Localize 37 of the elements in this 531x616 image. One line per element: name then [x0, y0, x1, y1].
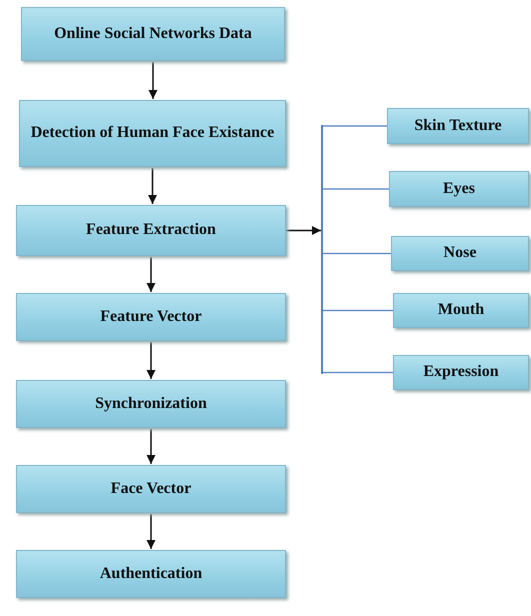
box-label: Face Vector — [110, 478, 192, 499]
process-box — [16, 550, 286, 598]
box-label: Synchronization — [94, 394, 208, 414]
process-box — [21, 7, 285, 61]
arrow — [286, 226, 321, 235]
process-box — [387, 108, 529, 144]
box-label: Detection of Human Face Existance — [30, 123, 276, 144]
bus-line — [321, 125, 322, 374]
box-label: Expression — [422, 362, 500, 382]
box-label: Mouth — [436, 300, 486, 320]
connector-line — [322, 125, 387, 127]
process-box — [16, 465, 286, 513]
arrow — [148, 62, 158, 99]
box-label: Feature Extraction — [85, 220, 217, 240]
box-label: Skin Texture — [413, 116, 503, 136]
connector-line — [322, 188, 389, 190]
box-label: Eyes — [442, 178, 476, 199]
process-box — [16, 380, 286, 428]
arrow — [146, 514, 156, 549]
process-box — [393, 355, 529, 390]
process-box — [391, 236, 529, 271]
process-box — [16, 293, 286, 341]
connector-line — [322, 310, 393, 312]
arrow — [146, 429, 156, 464]
process-box — [389, 171, 529, 207]
box-label: Online Social Networks Data — [53, 24, 253, 44]
box-label: Feature Vector — [99, 306, 203, 327]
connector-line — [322, 252, 391, 254]
process-box — [393, 293, 529, 328]
box-label: Authentication — [98, 564, 204, 584]
arrow — [146, 342, 156, 379]
arrow — [146, 257, 156, 292]
connector-line — [322, 372, 393, 374]
process-box — [16, 205, 286, 256]
process-box — [19, 100, 286, 167]
box-label: Nose — [442, 243, 478, 264]
arrow — [148, 168, 157, 204]
